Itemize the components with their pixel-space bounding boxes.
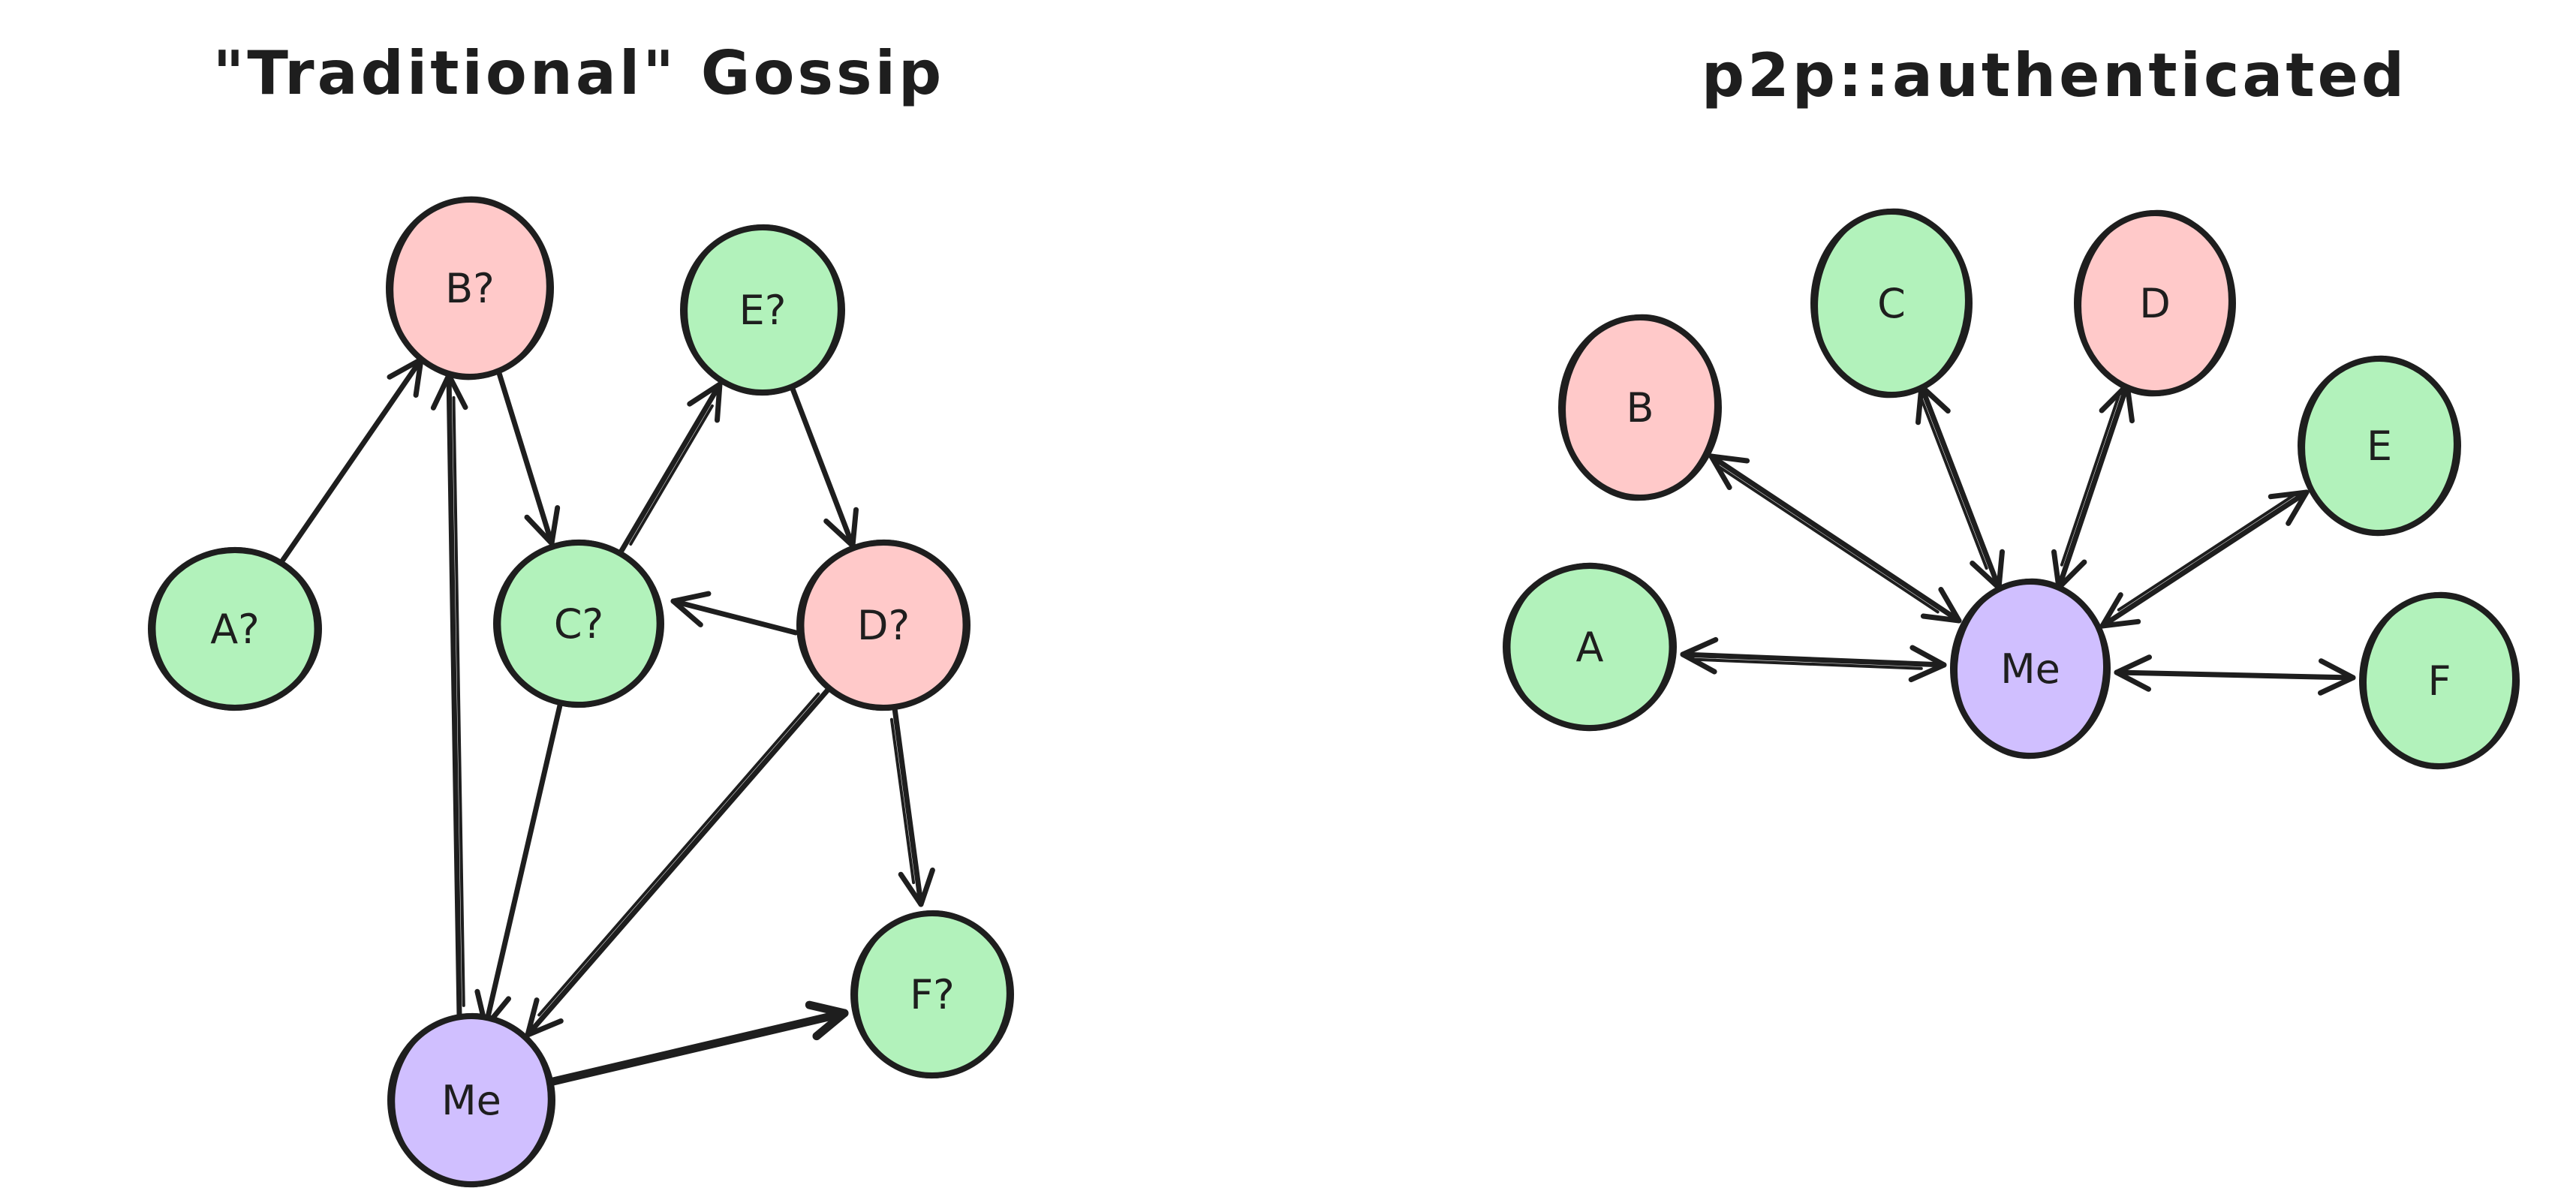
edge-D-Me (525, 686, 832, 1038)
edge-Me-B (430, 372, 468, 1019)
node-p2p-authenticated-C: C (1810, 208, 1973, 399)
edge-C-E (618, 381, 723, 554)
edge-F-Me (2114, 654, 2356, 696)
node-traditional-gossip-C: C? (493, 539, 664, 708)
edge-C-Me (474, 702, 563, 1030)
edge-A-B (280, 356, 424, 563)
node-p2p-authenticated-F: F (2359, 591, 2520, 770)
node-traditional-gossip-D: D? (796, 539, 971, 711)
node-traditional-gossip-A: A? (148, 546, 322, 711)
left-diagram-traditional-gossip: A? B? C? D? E? F? Me (148, 196, 1014, 1188)
right-diagram-title: p2p::authenticated (1702, 41, 2407, 110)
edge-Me-F (549, 1000, 849, 1086)
right-diagram-p2p-authenticated: A B C D E F Me (1503, 208, 2520, 770)
node-traditional-gossip-Me: Me (387, 1012, 555, 1188)
node-traditional-gossip-B: B? (386, 196, 554, 380)
node-label-p2p-authenticated-C: C (1877, 280, 1906, 327)
edge-B-Me (1708, 453, 1962, 624)
edge-A-Me (1680, 636, 1947, 683)
edge-E-Me (2099, 489, 2310, 629)
edge-D-F (889, 705, 935, 907)
node-label-traditional-gossip-D: D? (857, 602, 910, 649)
node-p2p-authenticated-Me: Me (1950, 578, 2111, 759)
node-label-p2p-authenticated-Me: Me (2000, 645, 2060, 693)
node-label-p2p-authenticated-A: A (1576, 624, 1604, 671)
node-p2p-authenticated-A: A (1503, 562, 1677, 732)
edge-B-C (495, 368, 561, 546)
edge-C-Me (1915, 383, 2005, 591)
node-p2p-authenticated-E: E (2298, 355, 2461, 537)
node-p2p-authenticated-D: D (2074, 209, 2236, 397)
node-label-traditional-gossip-C: C? (554, 600, 603, 648)
edge-D-C (670, 591, 799, 636)
node-label-p2p-authenticated-D: D (2139, 280, 2171, 327)
node-label-traditional-gossip-E: E? (739, 287, 787, 334)
node-label-p2p-authenticated-F: F (2427, 657, 2451, 705)
node-label-traditional-gossip-A: A? (210, 606, 260, 653)
node-label-traditional-gossip-F: F? (910, 971, 955, 1018)
node-p2p-authenticated-B: B (1558, 314, 1722, 501)
edge-E-D (790, 386, 859, 549)
node-label-p2p-authenticated-E: E (2367, 423, 2392, 470)
node-traditional-gossip-F: F? (850, 910, 1014, 1079)
left-diagram-title: "Traditional" Gossip (213, 38, 945, 108)
node-traditional-gossip-E: E? (680, 224, 845, 396)
node-label-traditional-gossip-Me: Me (441, 1077, 501, 1124)
edge-D-Me (2051, 382, 2135, 591)
node-label-traditional-gossip-B: B? (445, 265, 495, 312)
node-label-p2p-authenticated-B: B (1626, 384, 1654, 432)
